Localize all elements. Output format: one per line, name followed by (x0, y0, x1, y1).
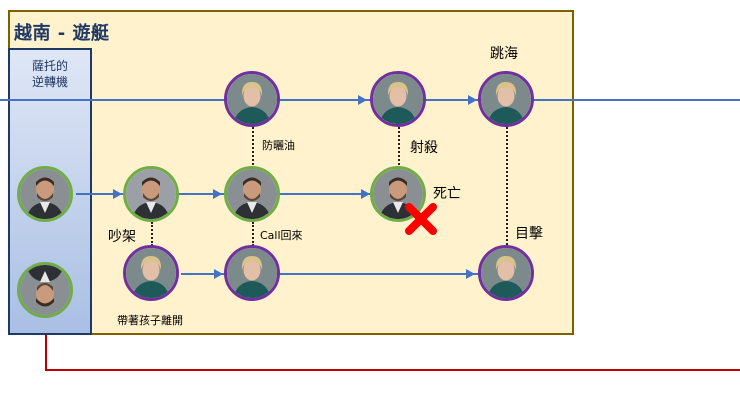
connector-sunscreen (252, 127, 254, 165)
woman-node-shoot (370, 71, 426, 127)
label-call-back: Call回來 (260, 229, 303, 242)
arrow-top-1 (358, 95, 367, 105)
label-shoot: 射殺 (410, 140, 438, 156)
label-leave-with-kid: 帶著孩子離開 (117, 314, 183, 327)
man-node-inverted (17, 262, 73, 318)
label-dead: 死亡 (433, 186, 461, 202)
arrow-bot-1 (214, 269, 223, 279)
label-argue: 吵架 (108, 229, 136, 245)
woman-node-jump (478, 71, 534, 127)
man-node-dead (370, 166, 426, 222)
timeline-bottom (181, 273, 479, 275)
arrow-mid-2 (213, 189, 222, 199)
woman-node-sunscreen (224, 71, 280, 127)
arrow-top-2 (468, 95, 477, 105)
connector-shoot (398, 127, 400, 165)
man-portrait-icon (227, 169, 277, 219)
woman-node-callback (224, 245, 280, 301)
panel-title: 越南 - 遊艇 (14, 23, 110, 44)
woman-portrait-icon (481, 248, 531, 298)
connector-callback (252, 222, 254, 246)
connector-witness (506, 127, 508, 245)
woman-node-witness (478, 245, 534, 301)
arrow-bot-2 (466, 269, 475, 279)
woman-portrait-icon (481, 74, 531, 124)
woman-node-leave (123, 245, 179, 301)
label-sunscreen: 防曬油 (262, 139, 295, 152)
woman-portrait-icon (126, 248, 176, 298)
sidebar-title: 薩托的 逆轉機 (0, 58, 100, 90)
man-node-machine (17, 166, 73, 222)
man-portrait-inverted-icon (20, 265, 70, 315)
man-node-argue (123, 166, 179, 222)
man-portrait-icon (126, 169, 176, 219)
arrow-mid-3 (361, 189, 370, 199)
woman-portrait-icon (227, 74, 277, 124)
arrow-mid-1 (113, 189, 122, 199)
label-jump: 跳海 (490, 46, 518, 62)
sidebar-title-line2: 逆轉機 (31, 75, 68, 89)
timeline-middle (76, 193, 370, 195)
label-witness: 目擊 (515, 226, 543, 242)
man-portrait-icon (373, 169, 423, 219)
connector-argue (151, 222, 153, 246)
man-portrait-icon (20, 169, 70, 219)
man-node-callback (224, 166, 280, 222)
woman-portrait-icon (227, 248, 277, 298)
sidebar-title-line1: 薩托的 (31, 59, 68, 73)
woman-portrait-icon (373, 74, 423, 124)
death-x-icon (405, 203, 437, 235)
